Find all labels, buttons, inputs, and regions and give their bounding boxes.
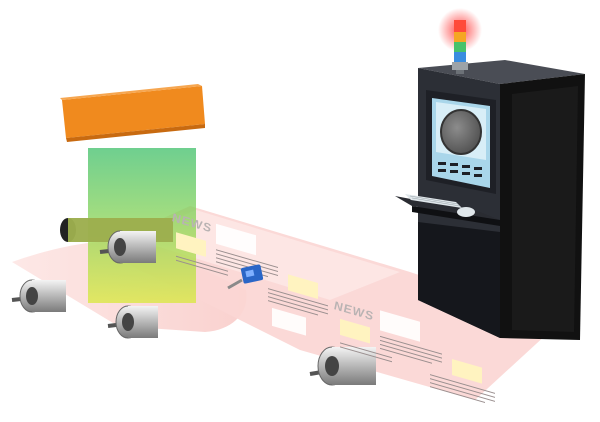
photo-block bbox=[434, 393, 468, 422]
monitor bbox=[426, 90, 496, 194]
photo-block bbox=[176, 232, 206, 257]
roller-bottom-left bbox=[107, 305, 158, 339]
inspection-camera-icon bbox=[227, 264, 264, 290]
newspaper-page-1: NEWS bbox=[172, 210, 328, 336]
photo-block bbox=[272, 307, 306, 336]
photo-block bbox=[216, 223, 256, 256]
newspaper-page-2: NEWS bbox=[334, 298, 495, 422]
keyboard-shelf bbox=[395, 194, 500, 226]
roller-mid-left bbox=[99, 230, 156, 264]
photo-block bbox=[288, 274, 318, 300]
roller-far-left bbox=[11, 279, 66, 313]
photo-block bbox=[452, 358, 482, 384]
photo-block bbox=[380, 310, 420, 342]
mouse-icon bbox=[457, 207, 475, 217]
signal-tower-light-icon bbox=[438, 8, 482, 74]
roller-bottom-center bbox=[309, 346, 376, 386]
printer-head bbox=[62, 86, 205, 138]
camera-lens-display bbox=[440, 109, 482, 155]
photo-block bbox=[340, 318, 370, 344]
